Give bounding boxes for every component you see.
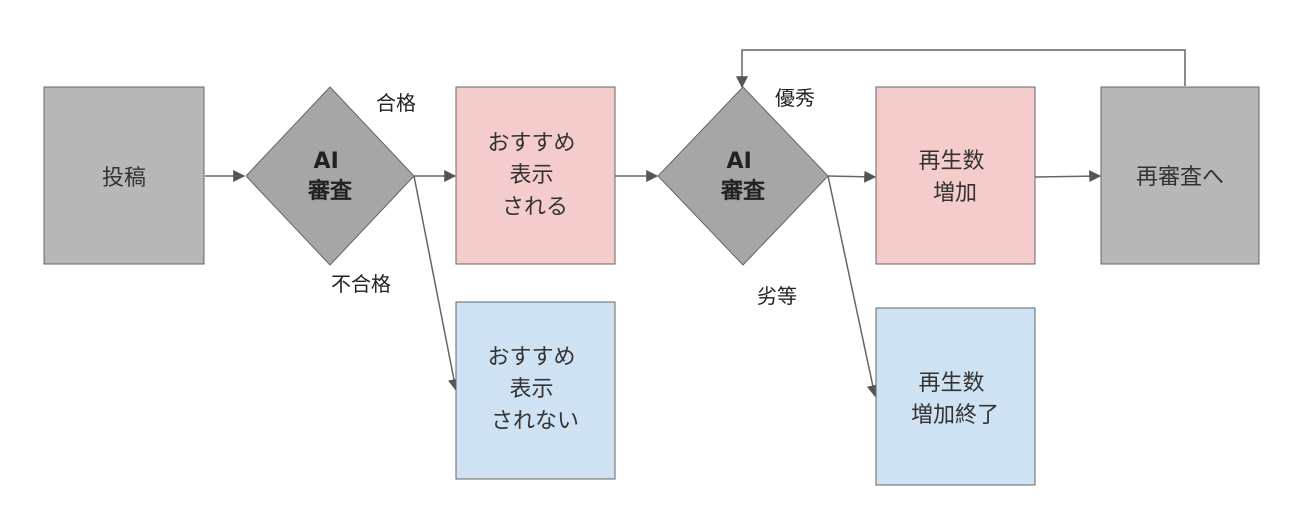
views-increase-box <box>875 86 1036 265</box>
node-re-review: 再審査へ <box>1100 86 1260 265</box>
re-review-label: 再審査へ <box>1136 165 1224 190</box>
recommend-not-shown-label: おすすめ 表示 されない <box>487 345 582 434</box>
edge-re-review-loop <box>736 49 1186 89</box>
node-views-increase-end: 再生数 増加終了 <box>875 307 1036 486</box>
node-views-increase: 再生数 増加 <box>875 86 1036 265</box>
ai-review-1-label: AI 審査 <box>307 149 353 204</box>
post-box <box>43 86 205 265</box>
node-ai-review-1: AI 審査 <box>245 86 415 266</box>
ai-review-2-diamond <box>657 86 829 266</box>
node-post: 投稿 <box>43 86 205 265</box>
recommend-not-shown-box <box>455 301 616 480</box>
edge-ai-review-1-fail <box>413 175 460 392</box>
edge-label-inferior: 劣等 <box>757 284 797 308</box>
ai-review-2-label: AI 審査 <box>720 149 766 204</box>
edge-label-pass: 合格 <box>376 91 416 115</box>
edges <box>205 49 1186 398</box>
re-review-box <box>1100 86 1260 265</box>
recommend-shown-box <box>455 86 616 265</box>
node-ai-review-2: AI 審査 <box>657 86 829 266</box>
ai-review-1-diamond <box>245 86 415 266</box>
edge-views-to-re-review <box>1034 170 1102 183</box>
edge-label-fail: 不合格 <box>331 272 391 296</box>
node-recommend-shown: おすすめ 表示 される <box>455 86 616 265</box>
views-increase-end-label: 再生数 増加終了 <box>911 371 999 428</box>
views-increase-end-box <box>875 307 1036 486</box>
post-label: 投稿 <box>102 166 146 191</box>
edge-label-excellent: 優秀 <box>775 86 815 110</box>
recommend-shown-label: おすすめ 表示 される <box>487 131 582 220</box>
views-increase-label: 再生数 増加 <box>918 149 991 206</box>
edge-ai-review-2-inferior <box>827 175 879 398</box>
edge-ai-review-2-excellent <box>827 170 877 183</box>
node-recommend-not-shown: おすすめ 表示 されない <box>455 301 616 480</box>
